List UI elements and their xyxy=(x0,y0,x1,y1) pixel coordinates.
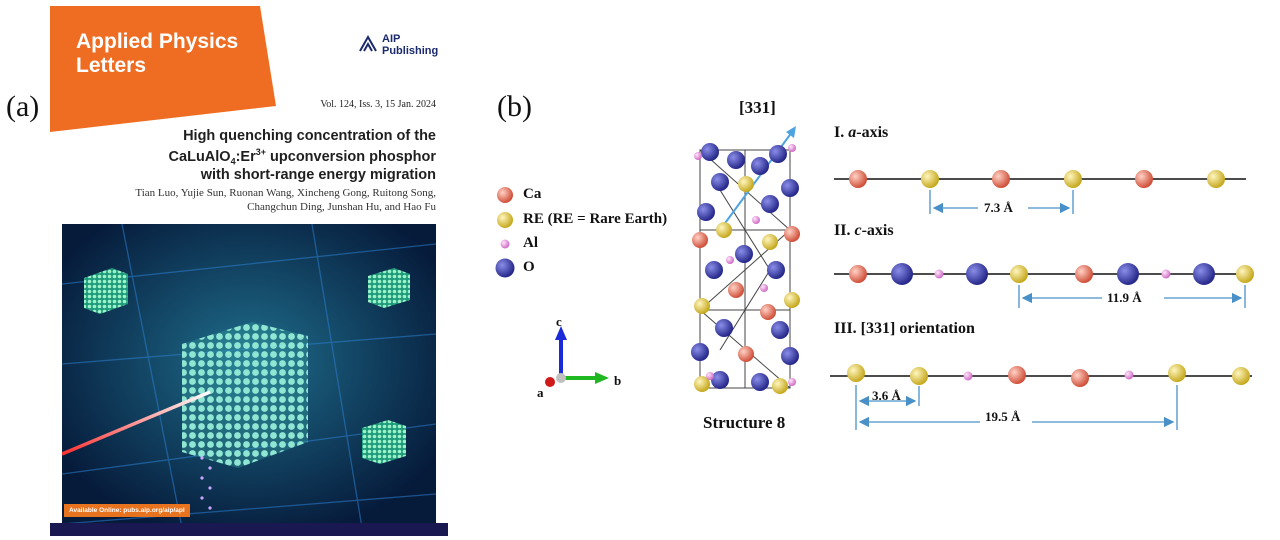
journal-title-line1: Applied Physics xyxy=(76,30,239,53)
publisher-line2: Publishing xyxy=(382,45,439,57)
publisher-line1: AIP xyxy=(382,33,401,45)
direction-label: [331] xyxy=(739,98,776,117)
row-1-title: I. a-axis xyxy=(834,124,889,141)
journal-cover: Applied Physics Letters AIP Publishing V… xyxy=(50,6,448,536)
legend-o: O xyxy=(523,259,535,275)
legend-al: Al xyxy=(523,235,538,251)
panel-a-label: (a) xyxy=(6,90,40,123)
authors-line1: Tian Luo, Yujie Sun, Ruonan Wang, Xinche… xyxy=(135,187,436,199)
legend-markers xyxy=(495,187,515,278)
structure-label: Structure 8 xyxy=(703,413,786,432)
axis-label-a: a xyxy=(537,385,544,400)
cover-artwork xyxy=(62,224,436,528)
atom-chains xyxy=(830,170,1254,430)
axis-label-b: b xyxy=(614,373,622,388)
axis-label-c: c xyxy=(556,314,562,329)
legend-ca: Ca xyxy=(523,186,542,202)
distance-c-axis: 11.9 Å xyxy=(1107,290,1142,305)
authors-line2: Changchun Ding, Junshan Hu, and Hao Fu xyxy=(247,201,436,213)
panel-b-label: (b) xyxy=(497,90,532,123)
cover-banner xyxy=(50,6,276,132)
crystal-structure xyxy=(691,126,800,394)
article-title-line2: CaLuAlO4:Er3+ upconversion phosphor xyxy=(168,147,436,167)
row-2-title: II. c-axis xyxy=(834,222,894,239)
aip-logo-icon xyxy=(359,35,377,52)
available-online-badge: Available Online: pubs.aip.org/aip/apl xyxy=(64,504,190,517)
legend-re: RE (RE = Rare Earth) xyxy=(523,211,668,227)
article-title-line3: with short-range energy migration xyxy=(200,167,436,183)
journal-title-line2: Letters xyxy=(76,54,147,77)
axes-triad xyxy=(545,326,609,387)
article-title-line1: High quenching concentration of the xyxy=(183,128,436,144)
distance-331-short: 3.6 Å xyxy=(872,388,901,403)
cover-bottom-bar xyxy=(50,523,448,536)
distance-a-axis: 7.3 Å xyxy=(984,200,1013,215)
row-3-title: III. [331] orientation xyxy=(834,320,975,337)
distance-331-long: 19.5 Å xyxy=(985,409,1021,424)
volume-info: Vol. 124, Iss. 3, 15 Jan. 2024 xyxy=(320,99,436,110)
